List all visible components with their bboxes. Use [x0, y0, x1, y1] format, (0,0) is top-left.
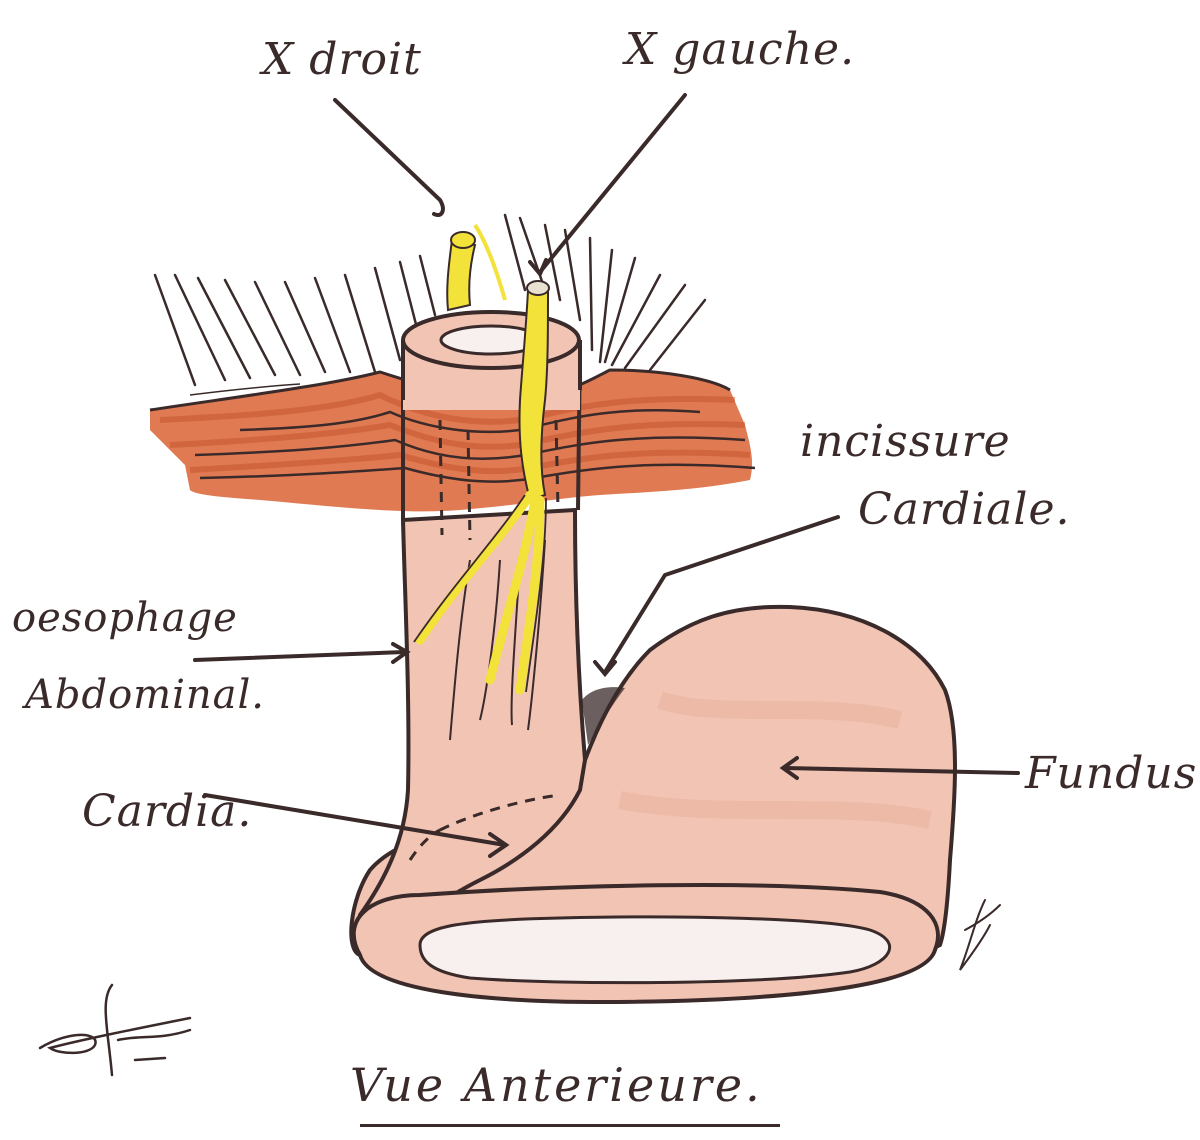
signature-left	[40, 985, 190, 1075]
stomach-cut-section	[354, 885, 938, 1002]
label-x-droit: X droit	[262, 38, 422, 82]
label-x-gauche: X gauche.	[625, 28, 855, 72]
label-fundus: Fundus	[1025, 752, 1197, 796]
signature-right	[960, 900, 1000, 970]
label-incisure-line1: incissure	[800, 420, 1011, 464]
label-oesophagus-line2: Abdominal.	[25, 675, 265, 715]
label-cardia: Cardia.	[82, 790, 252, 834]
title-block: Vue Anterieure.	[350, 1062, 763, 1108]
label-oesophagus-line1: oesophage	[12, 598, 238, 638]
title-underline	[360, 1124, 780, 1127]
diagram-title: Vue Anterieure.	[350, 1062, 763, 1108]
label-incisure-line2: Cardiale.	[858, 488, 1071, 532]
